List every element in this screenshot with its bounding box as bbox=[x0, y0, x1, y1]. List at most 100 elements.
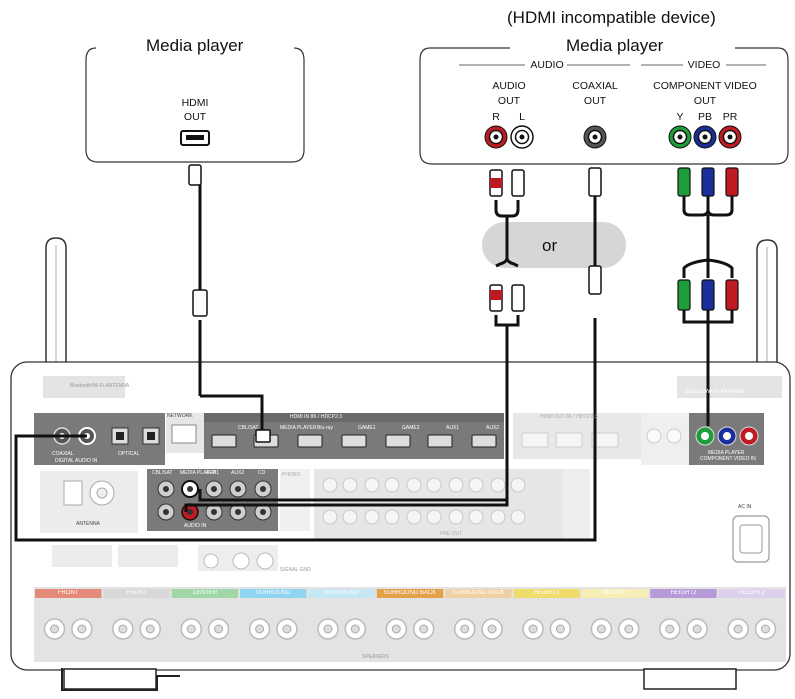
audio-in-input-5: CD bbox=[258, 470, 266, 476]
speaker-terminal-center bbox=[419, 624, 429, 634]
left-device-title: Media player bbox=[146, 36, 244, 55]
component-pb-jack-icon bbox=[693, 125, 717, 149]
speaker-zone-band bbox=[650, 589, 717, 598]
jack-l-label: L bbox=[519, 111, 525, 123]
jack-pr-label: PR bbox=[722, 111, 738, 123]
component-y-jack-icon bbox=[668, 125, 692, 149]
speaker-zone-label: HEIGHT2 bbox=[738, 590, 765, 596]
speaker-zone-band bbox=[445, 589, 512, 598]
speaker-terminal-center bbox=[460, 624, 470, 634]
optical-label: OPTICAL bbox=[118, 451, 140, 457]
speaker-terminal-center bbox=[186, 624, 196, 634]
speaker-zone-label: FRONT bbox=[126, 590, 147, 596]
speaker-terminal-center bbox=[528, 624, 538, 634]
speaker-terminal-center bbox=[391, 624, 401, 634]
component-video-cable bbox=[677, 167, 739, 426]
hdmi-label: HDMI bbox=[181, 97, 209, 109]
audio-group-label: AUDIO bbox=[530, 59, 564, 71]
network-label: NETWORK bbox=[167, 413, 193, 419]
speaker-terminal-center bbox=[214, 624, 224, 634]
video-group-label: VIDEO bbox=[687, 59, 721, 71]
speaker-zone-band bbox=[35, 589, 102, 598]
speaker-zone-label: SURROUND BACK bbox=[452, 590, 505, 596]
audio-in-input-2: MEDIA PLAYER bbox=[180, 470, 217, 476]
speaker-zone-band bbox=[103, 589, 170, 598]
speaker-terminal-center bbox=[50, 624, 60, 634]
speaker-zone-band bbox=[718, 589, 785, 598]
speaker-zone-label: SURROUND bbox=[324, 590, 359, 596]
phono-label: PHONO bbox=[282, 472, 301, 478]
component-in-pb-jack-icon bbox=[717, 426, 737, 446]
or-bubble bbox=[482, 222, 626, 268]
av-receiver bbox=[10, 237, 791, 691]
speaker-zone-label: FRONT bbox=[57, 590, 79, 596]
speaker-terminal-center bbox=[624, 624, 634, 634]
component-pr-jack-icon bbox=[718, 125, 742, 149]
coaxial-out-jack-icon bbox=[583, 125, 607, 149]
hdmi-input-3: Blu-ray bbox=[317, 425, 333, 431]
hdmi-input-4: GAME1 bbox=[358, 425, 376, 431]
hdmi-in-ports bbox=[211, 434, 497, 448]
speaker-terminal-center bbox=[145, 624, 155, 634]
speaker-terminal-center bbox=[733, 624, 743, 634]
coaxial-cable bbox=[14, 167, 602, 542]
hdmi-out-port-icon bbox=[180, 130, 210, 146]
hdmi-cable bbox=[188, 164, 271, 443]
antenna-label: ANTENNA bbox=[76, 521, 100, 527]
hdmi-in-header: HDMI IN 8K / HDCP2.3 bbox=[290, 414, 342, 420]
jack-y-label: Y bbox=[676, 111, 684, 123]
hdmi-input-6: AUX1 bbox=[446, 425, 460, 431]
audio-out-r-jack-icon bbox=[484, 125, 508, 149]
right-device-title: Media player bbox=[566, 36, 664, 55]
audio-out-label-2: OUT bbox=[497, 95, 521, 107]
bt-antenna-label: Bluetooth/Wi-Fi ANTENNA bbox=[70, 383, 130, 389]
audio-out-label: AUDIO bbox=[492, 80, 526, 92]
audio-in-label: AUDIO IN bbox=[184, 523, 207, 529]
analog-audio-cable bbox=[184, 200, 520, 512]
coaxial-out-label: COAXIAL bbox=[572, 80, 618, 92]
speaker-terminal-center bbox=[77, 624, 87, 634]
hdmi-out-header: HDMI OUT 8K / HDCP2.3 bbox=[540, 414, 598, 420]
speaker-terminal-center bbox=[282, 624, 292, 634]
component-media-player-label: MEDIA PLAYER bbox=[708, 450, 745, 456]
out-label: OUT bbox=[183, 111, 207, 123]
speaker-zone-label: HEIGHT1 bbox=[533, 590, 560, 596]
left-media-player bbox=[85, 47, 305, 163]
incompatible-device-caption: (HDMI incompatible device) bbox=[507, 8, 716, 27]
hdmi-input-5: GAME2 bbox=[402, 425, 420, 431]
pre-out-label: PRE OUT bbox=[440, 531, 463, 537]
speaker-terminal-center bbox=[118, 624, 128, 634]
speaker-zone-label: HEIGHT1 bbox=[602, 590, 629, 596]
audio-in-input-1: CBL/SAT bbox=[152, 470, 173, 476]
digital-audio-in-label: DIGITAL AUDIO IN bbox=[55, 458, 98, 464]
speaker-terminal-center bbox=[487, 624, 497, 634]
bt-antenna-label-right: Bluetooth/Wi-Fi ANTENNA bbox=[685, 389, 745, 395]
audio-out-l-jack-icon bbox=[510, 125, 534, 149]
hdmi-input-7: AUX2 bbox=[486, 425, 500, 431]
component-in-y-jack-icon bbox=[695, 426, 715, 446]
coaxial-label: COAXIAL bbox=[52, 451, 74, 457]
audio-in-input-4: AUX2 bbox=[231, 470, 245, 476]
speaker-zone-label: HEIGHT2 bbox=[670, 590, 697, 596]
speaker-terminal-center bbox=[350, 624, 360, 634]
component-video-in-label: COMPONENT VIDEO IN bbox=[700, 456, 756, 462]
speaker-zone-band bbox=[513, 589, 580, 598]
speaker-zone-label: CENTER bbox=[192, 590, 218, 596]
component-out-label-2: OUT bbox=[693, 95, 717, 107]
speaker-terminal-center bbox=[692, 624, 702, 634]
component-out-label: COMPONENT VIDEO bbox=[653, 80, 757, 92]
ac-in-label: AC IN bbox=[738, 504, 752, 510]
jack-pb-label: PB bbox=[697, 111, 712, 123]
speaker-zone-band bbox=[308, 589, 375, 598]
speaker-terminal-center bbox=[555, 624, 565, 634]
signal-gnd-label: SIGNAL GND bbox=[280, 567, 311, 573]
speaker-zone-band bbox=[171, 589, 239, 598]
hdmi-input-2: MEDIA PLAYER bbox=[280, 425, 317, 431]
jack-r-label: R bbox=[492, 111, 500, 123]
speaker-zone-label: SURROUND BACK bbox=[383, 590, 437, 596]
speaker-terminal-center bbox=[323, 624, 333, 634]
speaker-zone-label: SURROUND bbox=[255, 590, 291, 596]
right-media-player bbox=[419, 47, 789, 165]
speaker-terminal-center bbox=[760, 624, 770, 634]
audio-in-input-3: AUX1 bbox=[206, 470, 220, 476]
